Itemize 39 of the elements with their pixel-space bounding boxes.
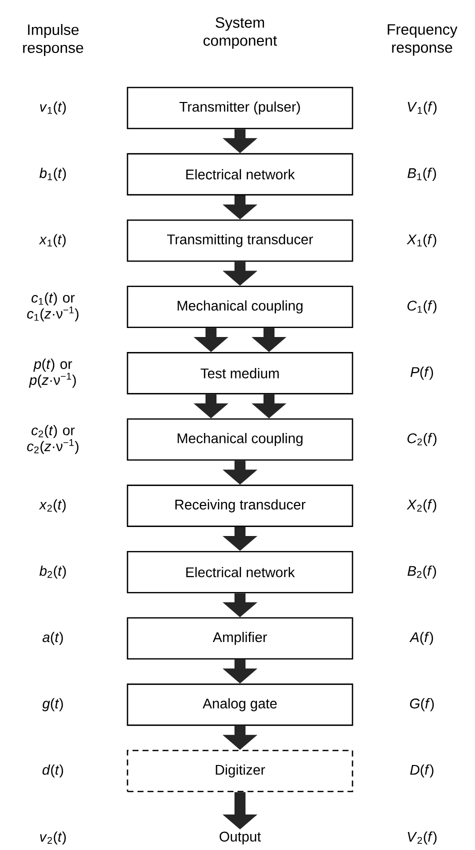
response-label: v$_{2}$(t) [40,831,66,845]
component-box: Electrical network [126,153,354,196]
response-label: a(t) [42,632,63,645]
response-label: V$_{1}$(f) [408,101,437,115]
response-label: c$_{2}$(t) or c$_{2}$(z·ν$^{−1}$) [27,424,78,454]
response-label: x$_{1}$(t) [38,234,66,248]
component-box: Receiving transducer [126,484,354,527]
response-label: A(f) [409,632,434,645]
response-label: b$_{1}$(t) [39,168,66,181]
response-label: c$_{1}$(t) or c$_{1}$(z·ν$^{−1}$) [27,292,78,322]
component-box: Transmitter (pulser) [126,86,354,130]
response-label: X$_{1}$(f) [406,234,436,248]
response-label: C$_{1}$(f) [408,300,436,314]
component-box: Amplifier [126,617,354,660]
component-box: Mechanical coupling [126,418,354,461]
response-label: V$_{2}$(f) [408,831,437,845]
response-label: g(t) [42,698,63,712]
response-label: x$_{2}$(t) [38,499,66,512]
response-label: C$_{2}$(f) [408,432,436,446]
response-label: d(t) [42,764,64,778]
response-label: b$_{2}$(t) [39,566,66,579]
response-label: G(f) [410,698,434,712]
component-box: Mechanical coupling [126,286,354,328]
output-label: Output [220,832,261,844]
response-label: X$_{2}$(f) [406,499,436,512]
response-label: p(t) or p(z·ν$^{−1}$) [28,358,76,388]
column-heading: Impulse response [23,24,84,56]
column-heading: Frequency response [388,24,458,56]
column-heading: System component [204,17,277,49]
response-label: B$_{2}$(f) [408,566,436,579]
response-label: P(f) [410,366,434,380]
response-label: B$_{1}$(f) [408,168,436,181]
response-label: D(f) [410,764,434,778]
component-box: Transmitting transducer [126,219,354,262]
component-box: Test medium [126,352,354,394]
response-label: v$_{1}$(t) [40,101,66,115]
component-box: Analog gate [126,684,354,726]
component-box: Digitizer [126,750,354,792]
component-box: Electrical network [126,550,354,594]
